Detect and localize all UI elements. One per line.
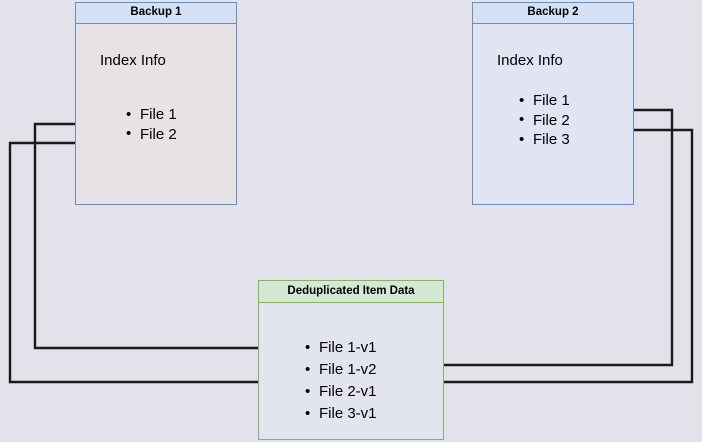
list-item[interactable]: File 2	[124, 124, 177, 145]
deduplicated-file-list: File 1-v1 File 1-v2 File 2-v1 File 3-v1	[303, 337, 377, 425]
backup-1-body: Index Info File 1 File 2	[76, 24, 236, 204]
backup-2-body: Index Info File 1 File 2 File 3	[473, 24, 633, 204]
deduplicated-item-data-box[interactable]: Deduplicated Item Data File 1-v1 File 1-…	[258, 280, 444, 440]
deduplicated-item-data-body: File 1-v1 File 1-v2 File 2-v1 File 3-v1	[259, 303, 443, 439]
deduplicated-item-data-title: Deduplicated Item Data	[259, 281, 443, 303]
backup-2-title: Backup 2	[473, 3, 633, 24]
backup-2-box[interactable]: Backup 2 Index Info File 1 File 2 File 3	[472, 2, 634, 205]
backup-1-index-info-label: Index Info	[100, 52, 166, 69]
list-item[interactable]: File 3	[517, 130, 570, 150]
backup-1-file-list: File 1 File 2	[124, 105, 177, 144]
list-item[interactable]: File 1	[517, 91, 570, 111]
backup-2-index-info-label: Index Info	[497, 52, 563, 69]
backup-1-box[interactable]: Backup 1 Index Info File 1 File 2	[75, 2, 237, 205]
list-item[interactable]: File 3-v1	[303, 403, 377, 425]
list-item[interactable]: File 2-v1	[303, 381, 377, 403]
backup-1-title: Backup 1	[76, 3, 236, 24]
list-item[interactable]: File 1	[124, 105, 177, 125]
list-item[interactable]: File 2	[517, 110, 570, 131]
list-item[interactable]: File 1-v2	[303, 359, 377, 381]
list-item[interactable]: File 1-v1	[303, 337, 377, 359]
backup-2-file-list: File 1 File 2 File 3	[517, 91, 570, 150]
